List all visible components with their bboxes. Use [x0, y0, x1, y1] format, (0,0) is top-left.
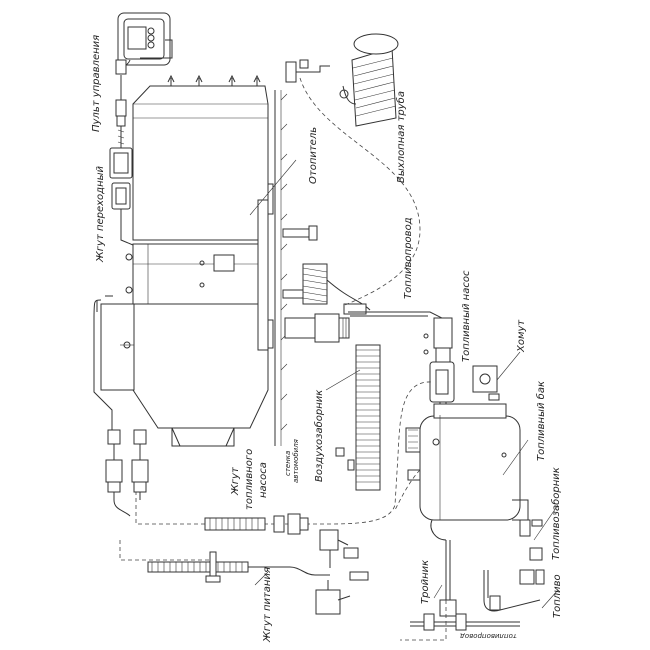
air-intake-tube — [325, 344, 381, 491]
label-wall-line2: автомобиля — [292, 439, 300, 483]
exhaust-pipe — [285, 33, 421, 306]
heater-body — [100, 74, 297, 447]
adapter-harness-connectors — [109, 75, 134, 246]
label-fuel: Топливо — [552, 574, 563, 618]
label-fuel-intake: Топливозаборник — [550, 467, 562, 560]
label-adapter-harness: Жгут переходный — [95, 165, 106, 263]
label-fuel-line: Топливопровод — [403, 217, 414, 299]
label-clamp: Хомут — [516, 319, 527, 353]
power-harness — [147, 529, 369, 615]
label-tee: Тройник — [420, 560, 431, 604]
clamp — [472, 351, 521, 401]
label-pump-harness-line1: Жгут — [230, 466, 241, 496]
pump-harness — [204, 513, 309, 535]
label-pump-harness-line3: насоса — [258, 462, 269, 498]
label-exhaust-pipe: Выхлопная труба — [395, 91, 407, 183]
wiring-dashed — [119, 381, 447, 641]
car-wall — [274, 90, 288, 446]
bottom-fuel-lines — [410, 540, 559, 631]
label-fuel-tank: Топливный бак — [535, 381, 547, 461]
control-panel — [115, 12, 173, 75]
label-heater: Отопитель — [308, 127, 319, 184]
fuel-tank — [405, 403, 529, 541]
fuel-pump — [423, 317, 455, 415]
label-air-intake: Воздухозаборник — [313, 390, 325, 482]
label-control-panel: Пульт управления — [91, 35, 102, 132]
label-fuel-line-bottom: топливопровод — [460, 632, 517, 640]
harness-cables-left — [93, 295, 149, 517]
label-fuel-pump: Топливный насос — [461, 270, 472, 362]
label-wall-line1: стенка — [284, 451, 292, 476]
exhaust-flex-pipe — [302, 263, 371, 311]
label-power-harness: Жгут питания — [262, 567, 273, 643]
label-pump-harness-line2: топливного — [244, 449, 255, 510]
fuel-intake-hardware — [519, 504, 559, 585]
air-intake-pipe — [284, 303, 367, 343]
